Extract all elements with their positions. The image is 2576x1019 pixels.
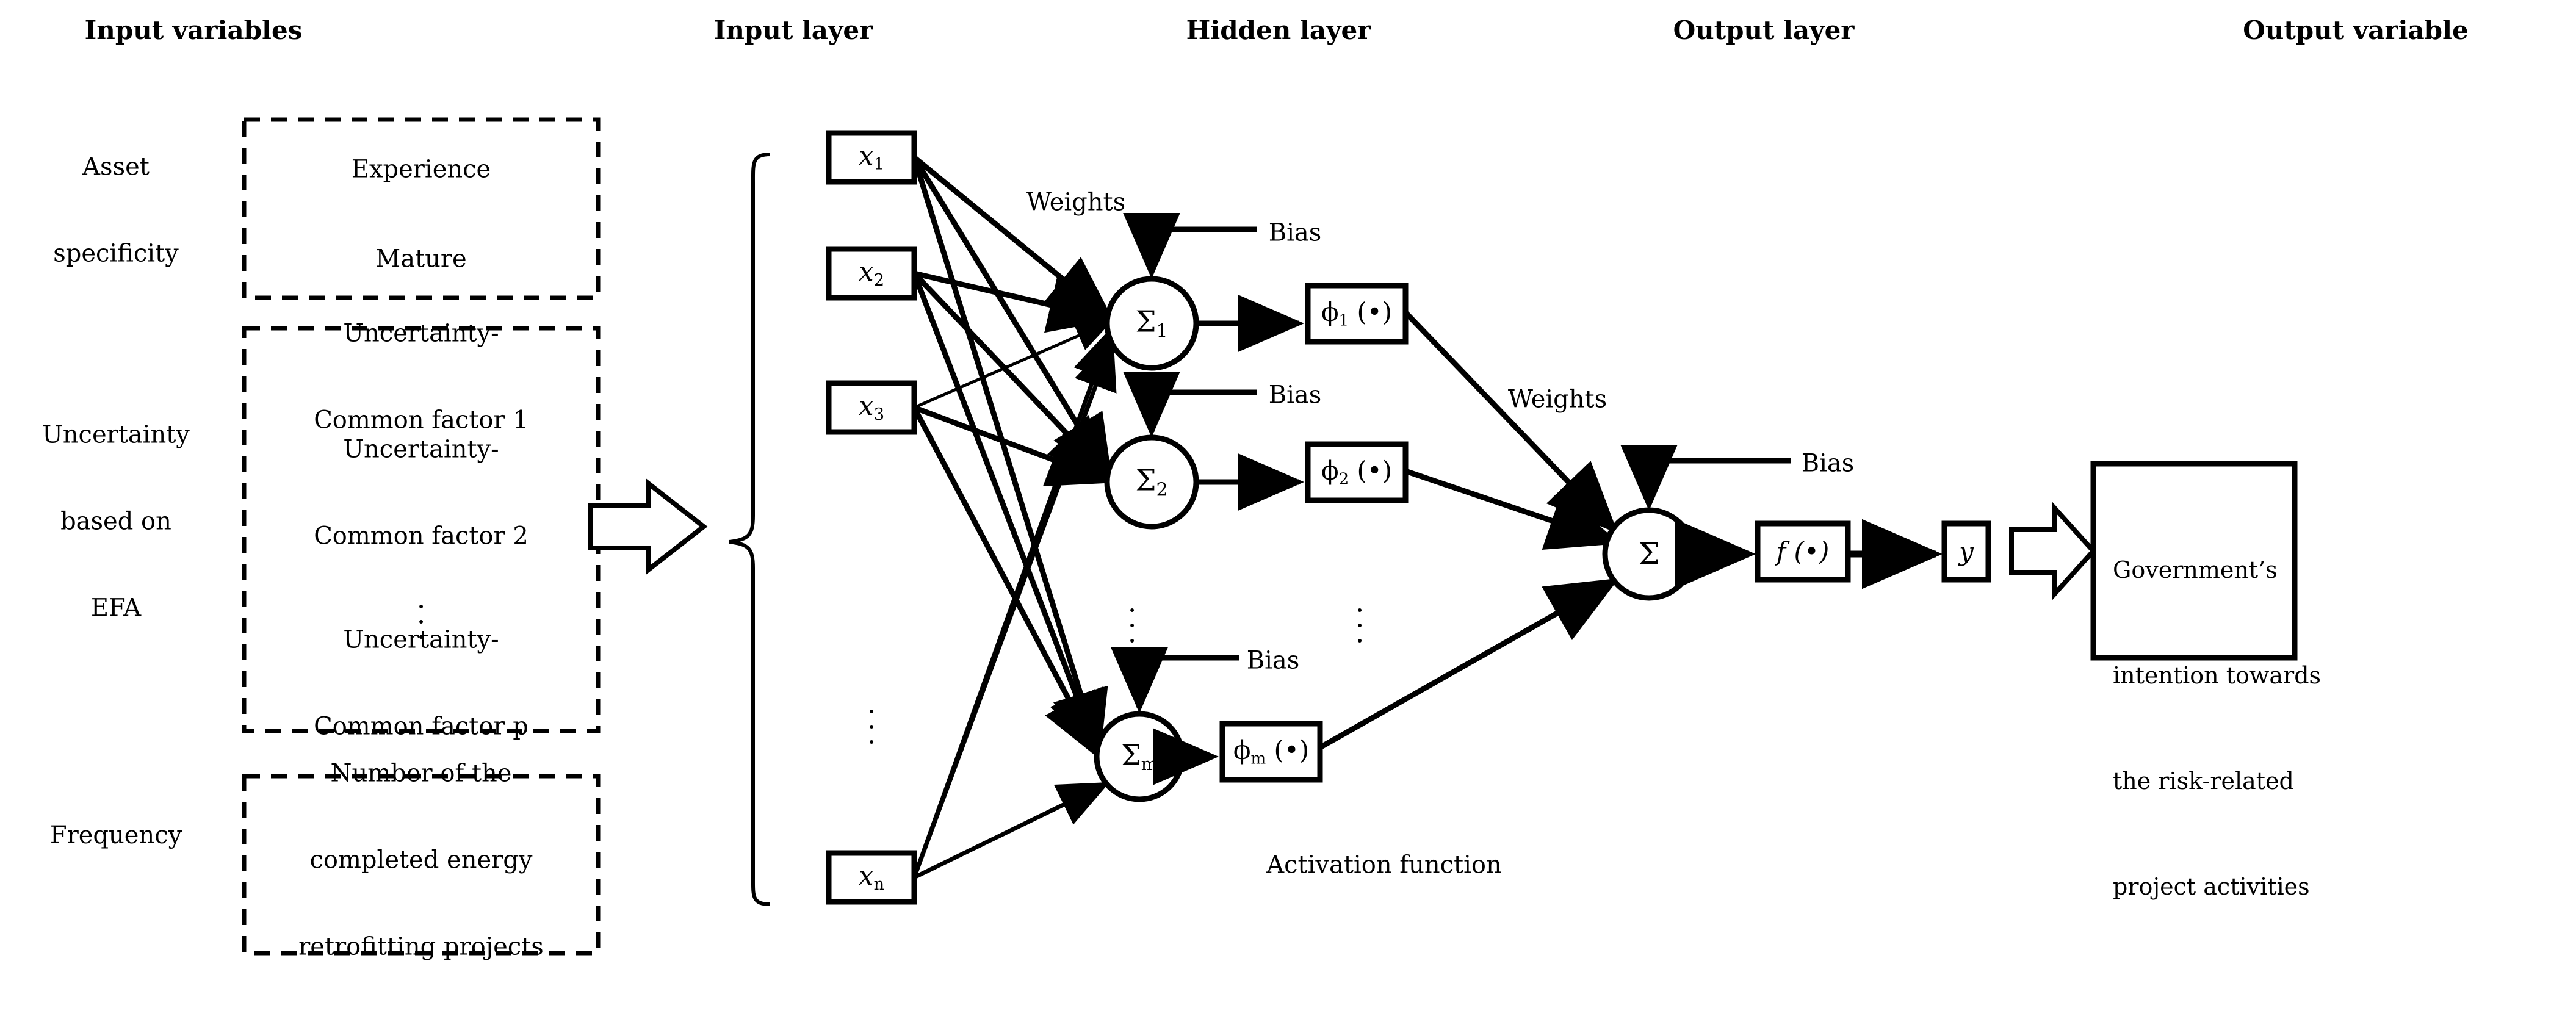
output-boxes-outline <box>1755 461 2298 661</box>
input-variable-experience: Experience <box>351 155 491 184</box>
input-variable-uncertainty-p: Uncertainty- Common factor p <box>250 568 592 799</box>
uncertainty-vertical-dots-icon: ... <box>416 582 426 646</box>
label-frequency: Frequency <box>15 764 217 908</box>
activation-phim-label: ϕm (•) <box>1233 735 1310 768</box>
bias-line-3 <box>1111 647 1239 713</box>
rect-y <box>1941 520 1991 583</box>
input-variable-frequency-count: Number of the completed energy retrofitt… <box>250 702 592 1018</box>
input-node-x3-label: x3 <box>858 390 885 424</box>
ann-diagram-figure: Input variables Input layer Hidden layer… <box>15 15 2469 960</box>
label-line: based on <box>60 507 171 536</box>
output-y-label: y <box>1959 536 1974 567</box>
activation-phi2-label: ϕ2 (•) <box>1321 455 1393 489</box>
input-node-xn-label: xn <box>858 860 885 894</box>
label-line: Asset <box>82 153 150 181</box>
header-input-variables: Input variables <box>84 15 303 46</box>
label-uncertainty-efa: Uncertainty based on EFA <box>15 363 217 680</box>
hidden-node-sigma2-label: Σ2 <box>1135 463 1168 501</box>
input-variable-uncertainty-1: Uncertainty- Common factor 1 <box>250 262 592 492</box>
output-function-label: f (•) <box>1776 536 1830 567</box>
uncertainty-p-line2: Common factor p <box>314 712 529 741</box>
block-arrow-input-to-network <box>588 478 708 575</box>
header-output-variable: Output variable <box>2243 15 2469 46</box>
rect-xn <box>826 850 917 905</box>
bias-line-4 <box>1620 445 1791 511</box>
uncertainty-2-line2: Common factor 2 <box>314 522 529 550</box>
connection-weights-input-to-hidden <box>911 155 1117 880</box>
label-line: Frequency <box>49 821 182 850</box>
rect-x1 <box>826 130 917 185</box>
header-input-layer: Input layer <box>713 15 873 46</box>
rect-output-variable <box>2090 461 2298 661</box>
input-vertical-dots-icon: ... <box>867 686 876 751</box>
uncertainty-1-line1: Uncertainty- <box>343 319 499 348</box>
hidden-vertical-dots-icon: ... <box>1127 585 1137 649</box>
annotation-bias-1: Bias <box>1268 218 1322 247</box>
rect-f-dot <box>1755 520 1851 583</box>
annotation-bias-2: Bias <box>1268 381 1322 409</box>
output-variable-line: intention towards <box>2113 661 2322 689</box>
bias-line-2 <box>1123 372 1257 437</box>
label-asset-specificity: Asset specificity <box>15 95 217 326</box>
input-node-x1-label: x1 <box>858 140 885 174</box>
rect-phi2 <box>1305 441 1409 503</box>
frequency-line2: completed energy <box>309 846 533 874</box>
activation-boxes-outline <box>1219 283 1409 783</box>
annotation-bias-4: Bias <box>1801 449 1855 478</box>
dashed-box-asset <box>242 117 601 300</box>
label-line: EFA <box>90 593 142 622</box>
output-variable-line: project activities <box>2113 873 2310 901</box>
annotation-weights-1: Weights <box>1026 188 1126 217</box>
input-variable-mature: Mature <box>375 245 467 273</box>
rect-x2 <box>826 246 917 301</box>
activation-phi1-label: ϕ1 (•) <box>1321 297 1393 330</box>
hidden-node-circles <box>1094 276 1199 802</box>
frequency-line3: retrofitting projects <box>298 932 544 960</box>
rect-x3 <box>826 380 917 435</box>
uncertainty-1-line2: Common factor 1 <box>314 406 529 434</box>
uncertainty-2-line1: Uncertainty- <box>343 435 499 464</box>
activation-vertical-dots-icon: ... <box>1355 585 1365 649</box>
annotation-bias-3: Bias <box>1246 646 1300 675</box>
input-curly-brace <box>729 153 771 906</box>
label-line: Uncertainty <box>42 420 190 449</box>
frequency-line1: Number of the <box>330 759 512 788</box>
annotation-activation-function: Activation function <box>1266 851 1502 879</box>
annotation-weights-2: Weights <box>1507 385 1607 414</box>
output-node-sigma-label: Σ <box>1638 536 1660 572</box>
connection-weights-activation-to-output <box>1318 310 1620 750</box>
input-node-x2-label: x2 <box>858 256 885 290</box>
hidden-to-activation-arrows <box>1153 295 1304 785</box>
bias-connectors <box>1111 213 1791 713</box>
dashed-box-uncertainty <box>242 326 601 733</box>
label-line: specificity <box>53 239 179 268</box>
rect-phim <box>1219 721 1323 783</box>
hidden-node-sigma1-label: Σ1 <box>1135 304 1168 342</box>
output-variable-text: Government’s intention towards the risk-… <box>2113 482 2322 976</box>
header-output-layer: Output layer <box>1673 15 1855 46</box>
uncertainty-p-line1: Uncertainty- <box>343 625 499 654</box>
header-hidden-layer: Hidden layer <box>1186 15 1371 46</box>
dashed-input-group-boxes <box>242 117 601 956</box>
diagram-canvas <box>242 117 2298 956</box>
output-variable-line: Government’s <box>2113 556 2278 583</box>
input-node-rects <box>826 130 917 905</box>
bias-line-1 <box>1123 213 1257 279</box>
block-arrow-output-to-variable <box>2009 501 2097 601</box>
output-variable-line: the risk-related <box>2113 768 2294 794</box>
hidden-node-sigmam-label: Σm <box>1121 738 1158 774</box>
input-variable-uncertainty-2: Uncertainty- Common factor 2 <box>250 378 592 608</box>
dashed-box-frequency <box>242 774 601 956</box>
